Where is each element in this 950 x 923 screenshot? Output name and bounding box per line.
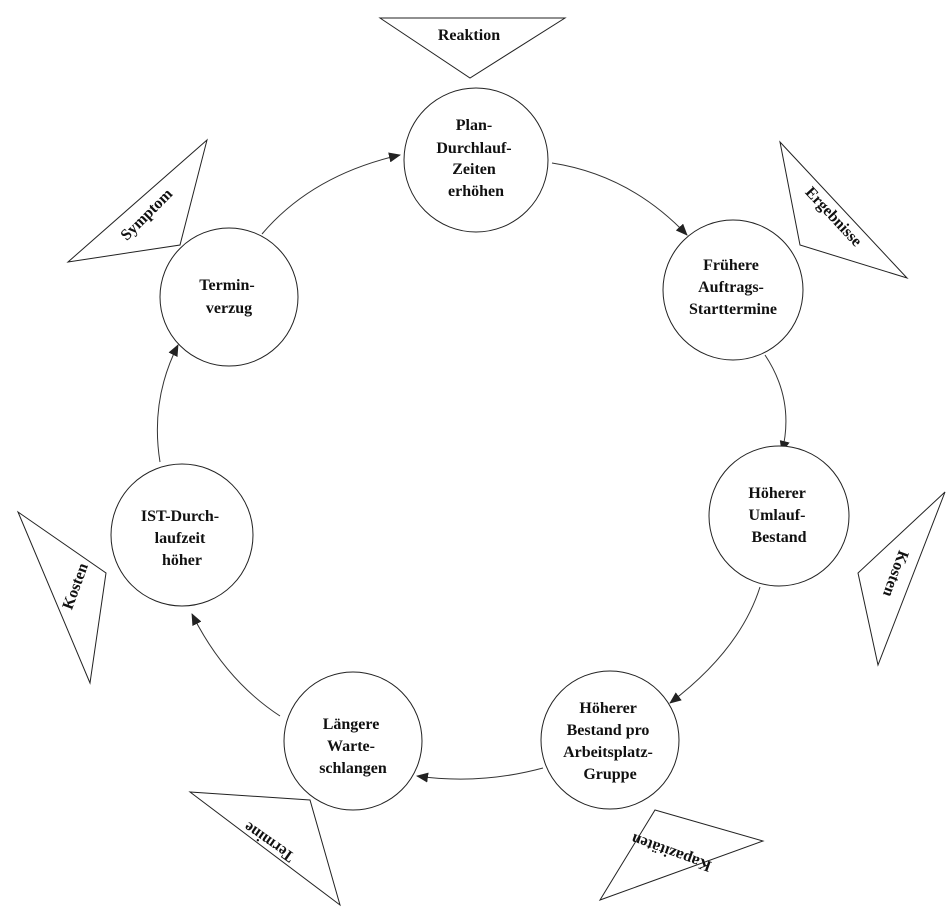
node-line: Plan- xyxy=(456,117,492,134)
tag-triangle xyxy=(66,138,208,263)
node-label: Höherer Bestand pro Arbeitsplatz- Gruppe xyxy=(563,700,657,783)
node-circle xyxy=(283,671,423,811)
tag-triangle xyxy=(857,491,946,667)
arrow-warte-to-ist xyxy=(191,613,281,717)
node-line: Frühere xyxy=(703,257,759,274)
node-line: Höherer xyxy=(748,485,805,502)
node-bestand-arbeitsplatz: Höherer Bestand pro Arbeitsplatz- Gruppe xyxy=(540,670,680,810)
node-label: Höherer Umlauf- Bestand xyxy=(748,485,809,546)
tag-kapazitaeten: Kapazitäten xyxy=(598,809,765,901)
node-label: Plan- Durchlauf- Zeiten erhöhen xyxy=(436,117,515,200)
tag-reaktion: Reaktion xyxy=(378,17,567,79)
node-line: Starttermine xyxy=(689,301,777,318)
node-warteschlangen: Längere Warte- schlangen xyxy=(283,671,423,811)
tag-triangle xyxy=(779,140,909,280)
node-line: schlangen xyxy=(319,760,387,777)
node-line: Termin- xyxy=(199,277,254,294)
node-circle xyxy=(708,445,850,587)
node-circle xyxy=(110,463,254,607)
arrow-ist-to-termin xyxy=(156,344,179,463)
node-line: Durchlauf- xyxy=(436,140,511,157)
node-line: IST-Durch- xyxy=(141,508,219,525)
node-line: Bestand xyxy=(751,529,806,546)
tag-triangle xyxy=(598,809,765,901)
arrow-umlauf-to-bestand xyxy=(669,586,761,704)
node-line: Zeiten xyxy=(452,161,496,178)
tag-symptom: Symptom xyxy=(66,138,208,263)
node-line: Bestand pro xyxy=(567,722,650,739)
node-umlauf-bestand: Höherer Umlauf- Bestand xyxy=(708,445,850,587)
node-circle xyxy=(159,227,299,367)
arrow-bestand-to-warte xyxy=(416,767,544,783)
node-circle xyxy=(403,87,549,233)
node-line: verzug xyxy=(206,300,252,317)
tag-triangle xyxy=(188,791,341,907)
arrow-termin-to-plan xyxy=(261,152,401,235)
tag-label: Reaktion xyxy=(438,27,500,44)
node-circle xyxy=(662,219,804,361)
node-label: IST-Durch- laufzeit höher xyxy=(141,508,223,569)
arrow-plan-to-fruehere xyxy=(551,162,688,236)
node-line: Arbeitsplatz- xyxy=(563,744,653,761)
node-line: Höherer xyxy=(579,700,636,717)
node-line: Längere xyxy=(323,716,380,733)
node-line: höher xyxy=(162,552,202,569)
cycle-arrows xyxy=(156,152,790,783)
tag-ergebnisse: Ergebnisse xyxy=(779,140,909,280)
node-label: Frühere Auftrags- Starttermine xyxy=(689,257,777,318)
node-terminverzug: Termin- verzug xyxy=(159,227,299,367)
tag-termine: Termine xyxy=(188,791,341,907)
tag-triangle xyxy=(378,17,567,79)
node-line: laufzeit xyxy=(155,530,206,547)
tag-triangle xyxy=(16,510,107,685)
node-label: Längere Warte- schlangen xyxy=(319,716,387,777)
node-line: Umlauf- xyxy=(749,507,806,524)
node-fruehere-starttermine: Frühere Auftrags- Starttermine xyxy=(662,219,804,361)
arrow-fruehere-to-umlauf xyxy=(764,354,790,453)
node-line: Auftrags- xyxy=(698,279,764,296)
node-plan-durchlaufzeiten: Plan- Durchlauf- Zeiten erhöhen xyxy=(403,87,549,233)
tag-kosten-left: Kosten xyxy=(16,510,107,685)
node-ist-durchlaufzeit: IST-Durch- laufzeit höher xyxy=(110,463,254,607)
node-line: erhöhen xyxy=(448,183,504,200)
node-line: Gruppe xyxy=(583,766,636,783)
node-line: Warte- xyxy=(327,738,375,755)
node-label: Termin- verzug xyxy=(199,277,258,317)
node-circle xyxy=(540,670,680,810)
tag-kosten-right: Kosten xyxy=(857,491,946,667)
